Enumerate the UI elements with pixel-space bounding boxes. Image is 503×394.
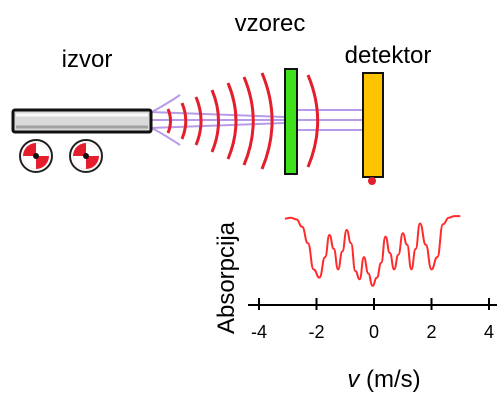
wavefront-arc [210, 89, 220, 153]
sample-label: vzorec [235, 10, 306, 37]
wheel [69, 139, 103, 173]
x-axis-label: v (m/s) [347, 366, 420, 393]
x-tick-label: -4 [251, 322, 267, 342]
spectrum-line [284, 215, 461, 287]
detector-dot [368, 177, 376, 185]
source-body [11, 108, 153, 134]
wheels [19, 139, 103, 173]
x-tick-label: 0 [369, 322, 379, 342]
x-axis-unit: (m/s) [359, 366, 420, 393]
x-axis-ticks: -4 -2 0 2 4 [251, 298, 494, 342]
wavefront-arc [194, 96, 203, 146]
wavefronts [166, 72, 320, 170]
source-cart [11, 108, 153, 173]
y-axis-label: Absorpcija [213, 221, 240, 334]
x-tick-label: -2 [308, 322, 324, 342]
wavefront-arc [306, 74, 320, 168]
wheel [19, 139, 53, 173]
wavefront-arc [180, 102, 188, 140]
x-tick-label: 4 [484, 322, 494, 342]
x-axis-symbol: v [347, 366, 361, 393]
sample [284, 68, 298, 175]
spectrum-chart: -4 -2 0 2 4 [248, 215, 497, 342]
wavefront-arc [260, 72, 274, 170]
detector [362, 72, 384, 178]
wavefront-arc [242, 76, 255, 166]
source-label: izvor [62, 46, 113, 73]
wavefront-arc [166, 108, 173, 134]
detector-label: detektor [345, 42, 432, 69]
wavefront-arc [226, 82, 238, 160]
x-tick-label: 2 [426, 322, 436, 342]
